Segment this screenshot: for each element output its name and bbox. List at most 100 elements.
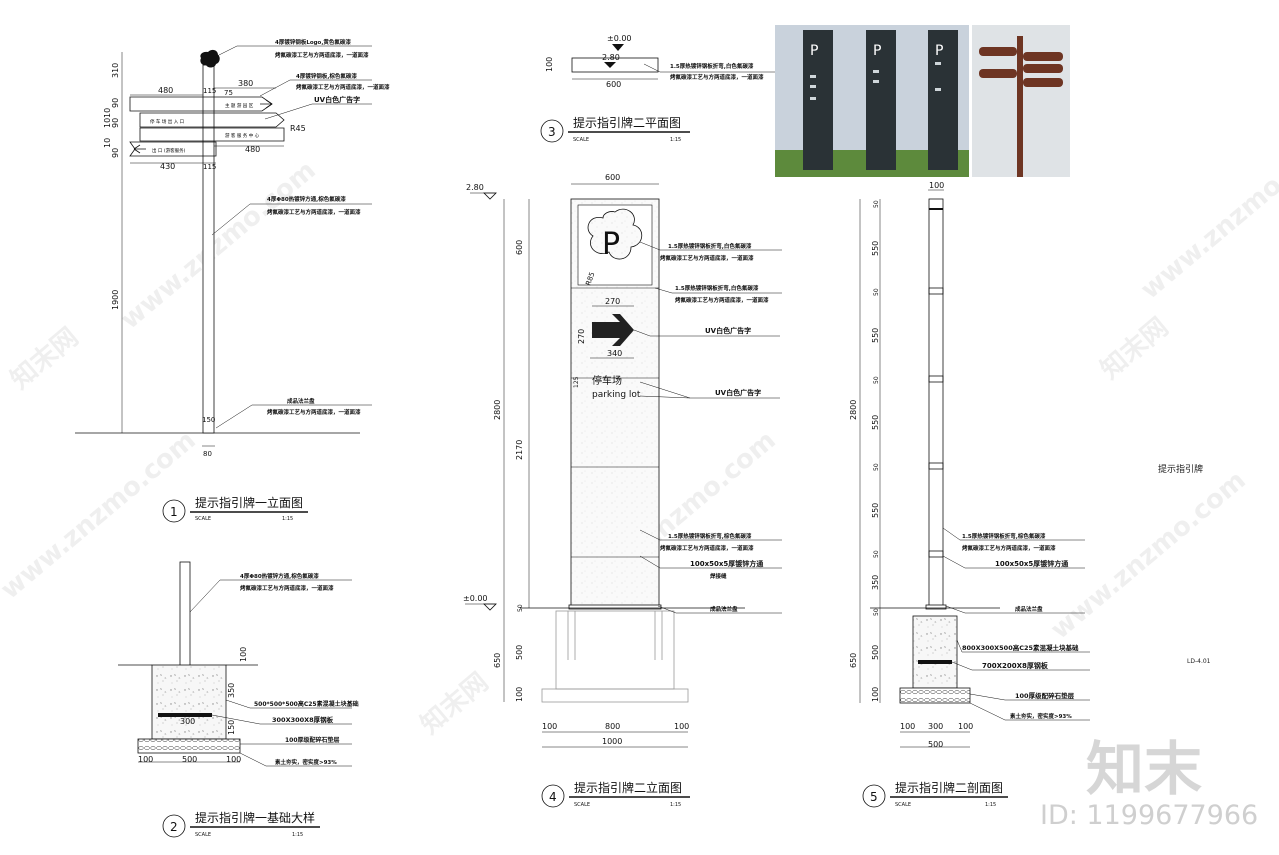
dim-650: 650 (493, 653, 502, 668)
view-number: 3 (548, 125, 556, 139)
sign-text-2: 停 车 场 出 入 口 (150, 118, 184, 125)
totem-1: P (803, 30, 833, 170)
note-flange: 成品法兰盘 (710, 605, 738, 613)
dim-125: 125 (573, 376, 580, 388)
dim-550: 550 (871, 328, 880, 343)
dim-50: 50 (873, 463, 880, 471)
dim-50: 50 (873, 376, 880, 384)
note-pipe: 4厚Φ80热镀锌方通,棕色氟碳漆 (240, 572, 319, 580)
totem-letter: P (935, 43, 943, 59)
view-title: 提示指引牌二平面图 (573, 115, 681, 130)
sign-arm-2 (139, 112, 285, 128)
scale-value: 1:15 (282, 516, 293, 522)
dim-100: 100 (871, 687, 880, 702)
dim-2800: 2800 (849, 400, 858, 420)
dim-100: 100 (929, 181, 944, 190)
dim-600: 600 (515, 240, 524, 255)
totem-3: P (928, 30, 958, 170)
r45-label: R45 (290, 124, 306, 133)
dim-1000: 1000 (602, 737, 622, 746)
view-title: 提示指引牌二立面图 (574, 780, 682, 795)
dim-75: 75 (224, 89, 233, 97)
logo-flower-icon (200, 49, 220, 68)
dim-150: 150 (227, 720, 236, 735)
note-gravel: 100厚级配碎石垫层 (285, 736, 340, 744)
arrow-left-icon (133, 144, 146, 154)
watermark-text: www.znzmo.com (115, 155, 321, 335)
view-number-circle (162, 499, 186, 523)
dim-310: 310 (111, 63, 120, 78)
dim-50: 50 (517, 604, 524, 612)
elev-label: 2.80 (602, 53, 620, 62)
scale-value: 1:15 (985, 802, 996, 808)
dim-90: 90 (111, 118, 120, 128)
note-soil: 素土夯实，密实度>93% (275, 758, 337, 766)
note-plate-brown: 1.5厚热镀锌钢板折弯,棕色氟碳漆 (668, 532, 752, 540)
totem-2: P (866, 30, 896, 170)
view-number-circle (862, 784, 886, 808)
dim-300: 300 (180, 717, 195, 726)
scale-label: SCALE (573, 137, 589, 143)
note-concrete: 800X300X500高C25素混凝土块基础 (962, 643, 1079, 652)
view-title: 提示指引牌一立面图 (195, 495, 303, 510)
note-spray: 烤氟碳漆工艺与方两道底漆，一道面漆 (660, 254, 754, 262)
watermark-text: www.znzmo.com (1135, 125, 1279, 305)
view-1-elevation: 主 题 游 园 区 停 车 场 出 入 口 游 客 服 务 中 心 出 口 (游… (75, 38, 390, 523)
scale-value: 1:15 (670, 137, 681, 143)
note-spray: 烤氟碳漆工艺与方两道底漆，一道面漆 (267, 208, 361, 216)
flower-logo-icon (587, 208, 643, 260)
watermark-text: www.znzmo.com (1045, 465, 1251, 645)
totem-letter: P (810, 43, 818, 59)
note-weld: 焊接缝 (710, 572, 727, 580)
note-plate-white: 1.5厚热镀锌钢板折弯,白色氟碳漆 (675, 284, 759, 292)
scale-label: SCALE (895, 802, 911, 808)
sign-text-3: 游 客 服 务 中 心 (225, 132, 260, 139)
logo-letter: P (602, 227, 620, 262)
view-number: 5 (870, 790, 878, 804)
dim-100: 100 (900, 722, 915, 731)
gravel-layer (899, 687, 971, 704)
note-plate: 4厚镀锌钢板,棕色氟碳漆 (296, 72, 357, 80)
dim-500: 500 (871, 645, 880, 660)
dim-350: 350 (871, 575, 880, 590)
steel-plate (158, 713, 212, 717)
image-id: ID: 1199677966 (1040, 800, 1259, 831)
dim-270: 270 (605, 297, 620, 306)
note-flange: 成品法兰盘 (1015, 605, 1043, 613)
dim-480: 480 (245, 145, 260, 154)
dim-115: 115 (203, 87, 216, 95)
note-pipe: 4厚Φ80热镀锌方通,棕色氟碳漆 (267, 195, 346, 203)
watermark-cn: 知末网 (1095, 312, 1174, 385)
note-flange: 成品法兰盘 (287, 397, 315, 405)
view-4-elevation: 2.80 600 P R85 270 270 340 停车场 parking l… (463, 173, 782, 808)
concrete-block (912, 615, 958, 689)
note-gravel: 100厚级配碎石垫层 (1015, 691, 1075, 700)
dim-550: 550 (871, 415, 880, 430)
scale-label: SCALE (195, 516, 211, 522)
dim-500: 500 (515, 645, 524, 660)
dim-650: 650 (849, 653, 858, 668)
level-marker-icon (483, 603, 497, 611)
view-3-plan: ±0.00 2.80 100 600 1.5厚热镀锌钢板折弯,白色氟碳漆 烤氟碳… (540, 34, 780, 143)
dim-2170: 2170 (515, 440, 524, 460)
dim-100: 100 (545, 57, 554, 72)
note-concrete: 500*500*500高C25素混凝土块基础 (254, 700, 359, 708)
view-number-circle (162, 814, 186, 838)
note-uv: UV白色广告字 (715, 388, 761, 397)
watermark-cn: 知末网 (5, 322, 84, 395)
dim-500: 500 (182, 755, 197, 764)
level-marker-icon (612, 44, 624, 51)
sign-text-en: parking lot (592, 390, 641, 400)
dim-600: 600 (606, 80, 621, 89)
dim-480: 480 (158, 86, 173, 95)
dim-100: 100 (674, 722, 689, 731)
dim-80: 80 (203, 450, 212, 458)
dim-350: 350 (227, 683, 236, 698)
sign-arm-4 (129, 141, 217, 157)
dim-600: 600 (605, 173, 620, 182)
note-tube: 100x50x5厚镀锌方通 (995, 559, 1069, 568)
elev-marker-icon (604, 62, 616, 68)
scale-label: SCALE (195, 832, 211, 838)
view-number: 4 (549, 790, 557, 804)
